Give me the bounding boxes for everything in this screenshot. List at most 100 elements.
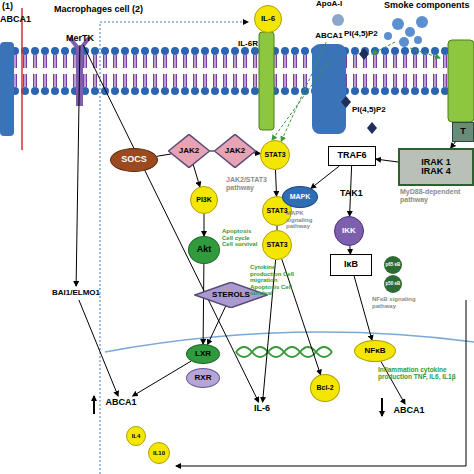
annotation-label: Inflammation cytokine production TNF, IL…: [378, 366, 462, 380]
protein-ellipse: SOCS: [110, 148, 158, 172]
annotation-label: MAPK signaling pathway: [286, 210, 330, 230]
signal-arrow: [157, 154, 172, 156]
receptor-ellipse: LXR: [186, 344, 220, 364]
node-text: NFκB: [365, 347, 386, 355]
node-text: p65 κB: [386, 263, 401, 268]
protein-circle: IKK: [334, 216, 364, 246]
node-text: IKK: [342, 227, 356, 235]
annotation-label: Macrophages cell (2): [54, 5, 184, 15]
dna-helix: [236, 347, 332, 357]
receptor-symbol: [259, 32, 274, 130]
annotation-label: JAK2/STAT3 pathway: [226, 176, 276, 191]
smoke-particles: [384, 16, 428, 47]
node-text: IL10: [153, 450, 165, 456]
feedback-line: [176, 300, 466, 466]
annotation-label: (1): [2, 2, 32, 12]
protein-box: TRAF6: [328, 146, 376, 166]
receptor-symbol: [448, 40, 474, 122]
subunit-circle: p65 κB: [384, 256, 402, 274]
node-text: JAK2: [179, 147, 199, 155]
protein-ellipse: Akt: [188, 236, 220, 264]
signal-arrow: [311, 166, 339, 188]
node-text: STEROLS: [212, 291, 250, 299]
effect-arrow: [372, 42, 395, 54]
node-text: IRAK 4: [421, 167, 451, 176]
gene-label: BAI1/ELMO1: [40, 286, 112, 300]
node-text: MerTK: [66, 34, 94, 43]
node-text: ABCA1: [105, 398, 136, 407]
annotation-label: MyD88-dependent pathway: [400, 188, 474, 203]
nuclear-membrane: [105, 332, 474, 352]
node-text: STAT3: [264, 151, 285, 158]
transporter-symbol: [0, 42, 14, 136]
node-text: p50 κB: [386, 282, 401, 287]
region-boundary: [100, 22, 248, 474]
protein-circle: PI3K: [190, 186, 218, 214]
diamond-shape: [168, 134, 209, 167]
transporter-symbol: [312, 44, 346, 134]
receptor-ellipse: RXR: [186, 368, 220, 388]
node-text: Akt: [197, 245, 212, 254]
gene-label: ABCA1: [100, 396, 142, 410]
gene-label: ABCA1: [388, 404, 430, 418]
receptor-label: IL-6R: [230, 38, 266, 50]
node-text: LXR: [195, 350, 211, 358]
protein-box: T: [452, 122, 474, 142]
effect-arrow: [410, 48, 440, 58]
protein-ellipse: MAPK: [282, 186, 318, 208]
diamond-shape: [214, 134, 255, 167]
node-text: BAI1/ELMO1: [52, 289, 100, 297]
annotation-label: Apoptosis Cell cycle Cell survival: [222, 228, 260, 248]
node-text: ABCA1: [315, 32, 343, 40]
protein-circle: STAT3: [262, 230, 292, 260]
node-text: PI3K: [196, 196, 212, 203]
kinase-box: IRAK 1IRAK 4: [398, 148, 474, 186]
signal-arrow: [83, 45, 258, 402]
apolipoprotein-symbol: [332, 14, 344, 26]
node-text: IL-6: [254, 404, 270, 413]
annotation-label: PI(4,5)P2: [352, 106, 402, 115]
factor-ellipse: NFκB: [354, 340, 396, 362]
node-text: STAT3: [266, 241, 287, 248]
kinase-diamond: JAK2: [168, 134, 210, 168]
annotation-label: PI(4,5)P2: [344, 30, 394, 39]
node-text: IL-6R: [238, 40, 258, 48]
node-text: IL4: [132, 433, 141, 439]
signal-arrow: [193, 165, 200, 187]
node-text: T: [460, 127, 466, 136]
annotation-label: Cytokine production Cell migration Apopt…: [250, 264, 306, 297]
annotation-label: Smoke components: [384, 1, 474, 11]
node-text: IL-6: [261, 15, 275, 23]
node-text: TRAF6: [338, 151, 367, 160]
signal-arrow: [133, 361, 191, 396]
cytokine-circle: IL4: [126, 426, 146, 446]
node-text: SOCS: [121, 155, 147, 164]
protein-circle: Bcl-2: [310, 374, 340, 402]
increase-arrow: [93, 396, 95, 414]
protein-circle: STAT3: [260, 140, 290, 170]
annotation-label: TAK1: [340, 189, 370, 199]
annotation-label: NFκB signaling pathway: [372, 296, 420, 309]
node-text: ABCA1: [393, 406, 424, 415]
signal-arrow: [349, 246, 351, 254]
lipid-symbol: [341, 48, 377, 134]
receptor-label: MerTK: [58, 32, 102, 45]
ligand-circle: IL-6: [254, 5, 282, 33]
signal-arrow: [79, 300, 118, 396]
node-text: Bcl-2: [316, 384, 333, 391]
decrease-arrow: [381, 398, 383, 416]
kinase-diamond: JAK2: [214, 134, 256, 168]
annotation-label: ApoA-I: [316, 0, 356, 9]
cytokine-circle: IL10: [148, 442, 170, 464]
cell-boundary: [21, 8, 23, 150]
effect-arrow: [272, 60, 330, 140]
protein-box: IκB: [330, 254, 372, 276]
signal-arrow: [354, 276, 372, 340]
signal-arrow: [203, 264, 205, 344]
signal-arrow: [376, 159, 398, 162]
subunit-circle: p50 κB: [384, 275, 402, 293]
node-text: IκB: [344, 260, 358, 269]
transporter-label: ABCA1: [308, 30, 350, 42]
node-text: MAPK: [290, 193, 311, 200]
